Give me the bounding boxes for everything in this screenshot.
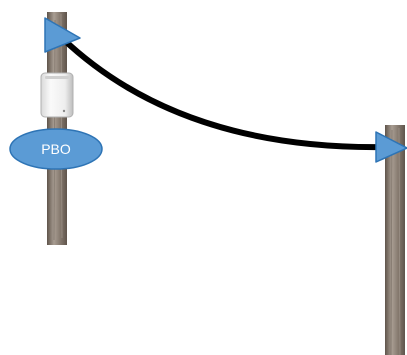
drop-cable bbox=[59, 35, 388, 151]
right-pole bbox=[385, 125, 405, 355]
pbo-badge-label: PBO bbox=[41, 141, 71, 157]
pbo-badge: PBO bbox=[9, 128, 103, 170]
pbo-badge-shape bbox=[9, 128, 103, 170]
left-anchor-arrow-icon bbox=[44, 17, 81, 53]
right-anchor-arrow-icon bbox=[375, 131, 407, 163]
pbo-junction-box bbox=[40, 72, 74, 118]
